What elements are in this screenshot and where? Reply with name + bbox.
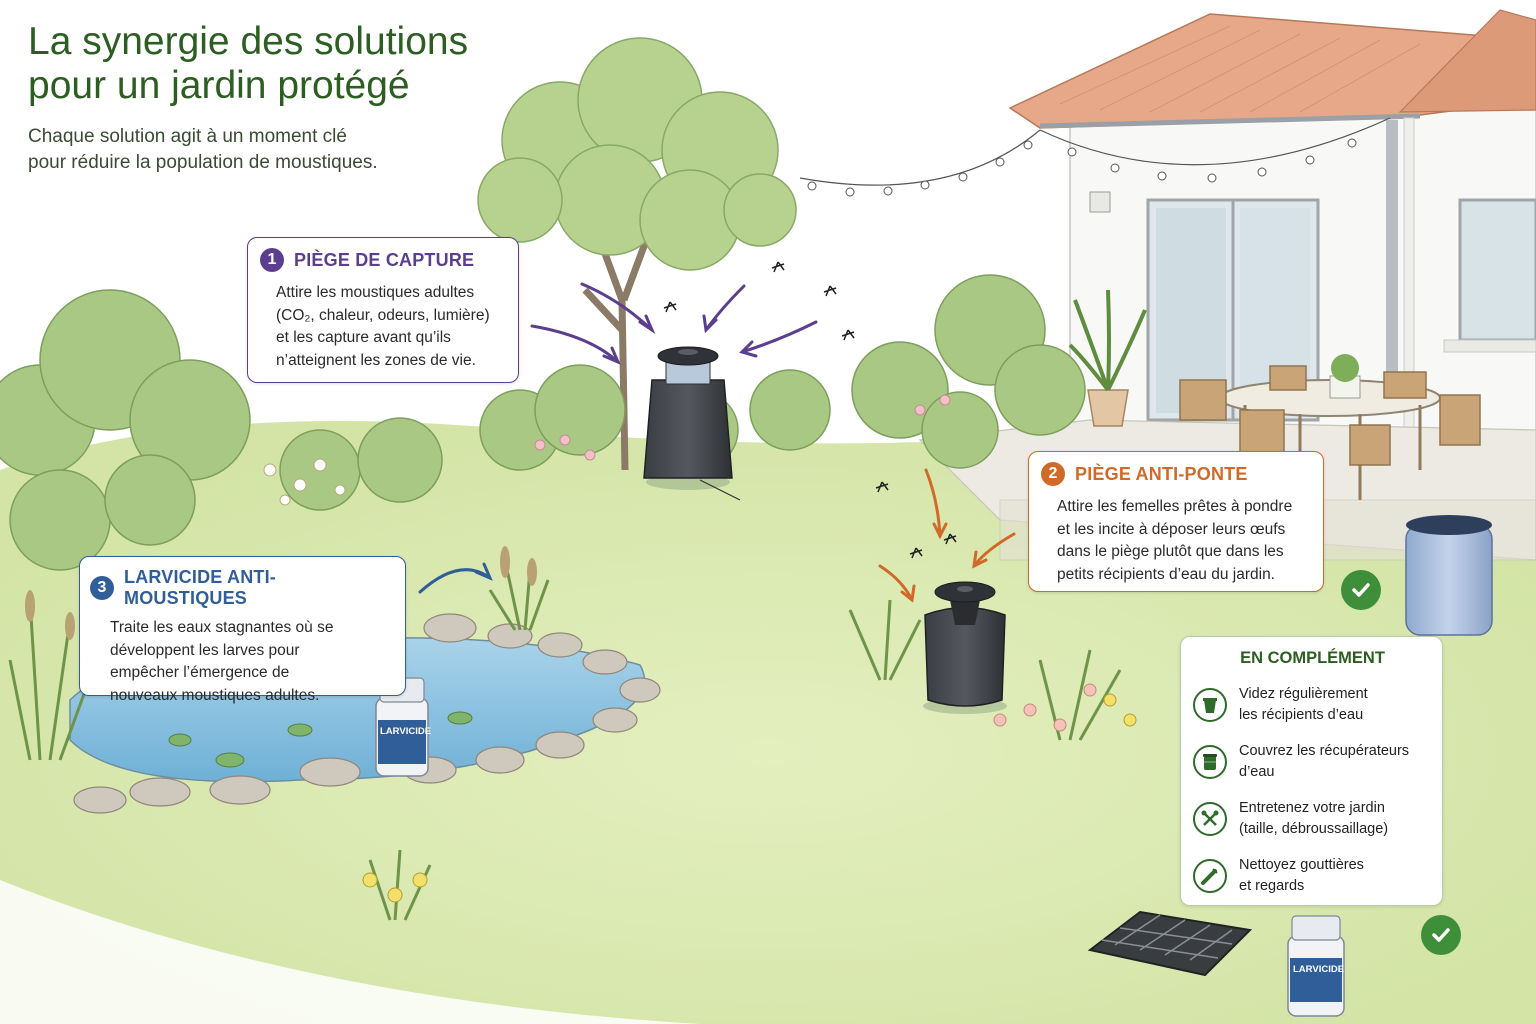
larvicide-description: Traite les eaux stagnantes où se dévelop… — [90, 617, 393, 707]
complement-line: les récipients d’eau — [1239, 706, 1364, 723]
drain-grate — [1087, 910, 1253, 977]
complement-text: Entretenez votre jardin (taille, débrous… — [1239, 798, 1388, 840]
larvicide-card: 3 LARVICIDE ANTI-MOUSTIQUES Traite les e… — [79, 556, 406, 704]
complement-text: Videz régulièrement les récipients d’eau — [1239, 684, 1368, 726]
complement-line: (taille, débroussaillage) — [1239, 820, 1389, 837]
complement-line: Entretenez votre jardin — [1239, 799, 1385, 816]
complement-panel: EN COMPLÉMENT Videz régulièrement les ré… — [1180, 636, 1443, 906]
capture-trap-description: Attire les moustiques adultes (CO₂, chal… — [260, 282, 504, 372]
description-line: Attire les femelles prêtes à pondre — [1057, 498, 1293, 515]
complement-text: Nettoyez gouttières et regards — [1239, 855, 1364, 897]
description-line: petits récipients d’eau du jardin. — [1057, 565, 1275, 583]
anti-ponte-arrows — [878, 468, 1016, 603]
water-barrel-icon — [1193, 744, 1227, 779]
description-line: et les incite à déposer leurs œufs — [1057, 520, 1286, 538]
title-line-2: pour un jardin protégé — [28, 64, 410, 107]
flower-beds — [362, 599, 1137, 921]
complement-text: Couvrez les récupérateurs d’eau — [1239, 741, 1409, 783]
complement-title: EN COMPLÉMENT — [1240, 649, 1385, 667]
complement-line: Videz régulièrement — [1239, 685, 1368, 702]
complement-line: d’eau — [1239, 763, 1275, 780]
mosquitoes — [663, 261, 957, 559]
description-line: Attire les moustiques adultes — [276, 284, 475, 301]
string-lights — [799, 117, 1391, 186]
page-title: La synergie des solutions pour un jardin… — [28, 20, 468, 108]
check-icon — [1421, 915, 1461, 955]
check-icon — [1341, 570, 1381, 610]
anti-ponte-card: 2 PIÈGE ANTI-PONTE Attire les femelles p… — [1028, 451, 1324, 592]
garden-tools-icon — [1193, 801, 1227, 836]
description-line: (CO₂, chaleur, odeurs, lumière) — [276, 306, 490, 324]
step-2-badge: 2 — [1041, 462, 1065, 486]
bucket-icon — [1193, 687, 1227, 722]
larvicide-bottle-pond: LARVICIDE — [375, 677, 431, 777]
anti-ponte-trap — [923, 581, 1007, 714]
anti-ponte-title: PIÈGE ANTI-PONTE — [1075, 463, 1248, 484]
capture-arrows — [530, 282, 818, 365]
description-line: n’atteignent les zones de vie. — [276, 351, 476, 369]
description-line: empêcher l’émergence de — [110, 664, 290, 681]
pond — [8, 546, 661, 814]
larvicide-label-pond: LARVICIDE — [380, 726, 431, 737]
larvicide-label-drain: LARVICIDE — [1293, 964, 1344, 975]
capture-trap-title: PIÈGE DE CAPTURE — [294, 249, 475, 270]
larvicide-bottle-drain: LARVICIDE — [1287, 915, 1345, 1017]
anti-ponte-description: Attire les femelles prêtes à pondre et l… — [1041, 496, 1311, 586]
title-line-1: La synergie des solutions — [28, 20, 469, 63]
description-line: et les capture avant qu’ils — [276, 329, 451, 346]
larvicide-title: LARVICIDE ANTI-MOUSTIQUES — [124, 567, 277, 608]
subtitle-line-1: Chaque solution agit à un moment clé — [28, 126, 347, 147]
complement-item: Nettoyez gouttières et regards — [1193, 847, 1432, 904]
step-1-badge: 1 — [260, 248, 284, 272]
complement-line: et regards — [1239, 877, 1305, 894]
capture-trap-card: 1 PIÈGE DE CAPTURE Attire les moustiques… — [247, 237, 519, 383]
complement-line: Nettoyez gouttières — [1239, 856, 1364, 873]
subtitle-line-2: pour réduire la population de moustiques… — [28, 152, 378, 173]
complement-item: Couvrez les récupérateurs d’eau — [1193, 733, 1432, 790]
description-line: nouveaux moustiques adultes. — [110, 686, 320, 704]
description-line: dans le piège plutôt que dans les — [1057, 543, 1284, 560]
step-3-badge: 3 — [90, 576, 114, 600]
larvicide-arrow — [418, 562, 493, 594]
description-line: développent les larves pour — [110, 641, 300, 659]
complement-item: Videz régulièrement les récipients d’eau — [1193, 676, 1432, 733]
complement-line: Couvrez les récupérateurs — [1239, 742, 1410, 759]
description-line: Traite les eaux stagnantes où se — [110, 619, 334, 636]
capture-trap — [643, 346, 741, 501]
gutter-cleaning-icon — [1193, 858, 1227, 893]
complement-item: Entretenez votre jardin (taille, débrous… — [1193, 790, 1432, 847]
page-subtitle: Chaque solution agit à un moment clé pou… — [28, 124, 378, 176]
